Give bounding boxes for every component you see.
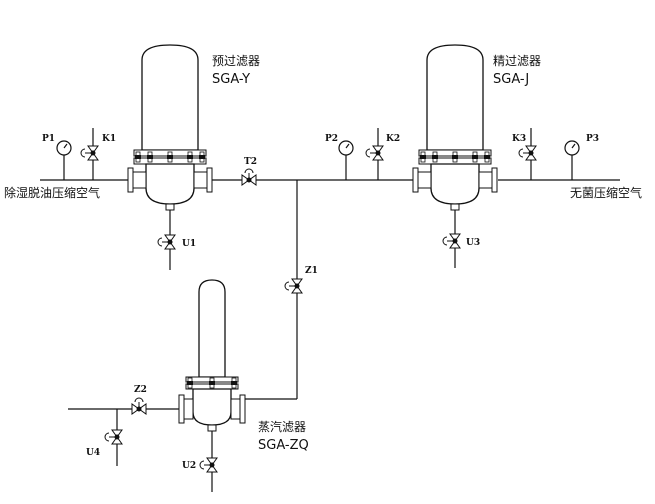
- p3-gauge: [564, 140, 580, 180]
- tag-p3: P3: [586, 134, 599, 144]
- k1-valve: [80, 128, 99, 180]
- pre-filter-model: SGA-Y: [212, 72, 250, 87]
- outlet-label: 无菌压缩空气: [570, 185, 642, 200]
- main-pipe: [40, 179, 620, 410]
- tag-u3: U3: [466, 238, 480, 248]
- fine-filter: [412, 44, 498, 268]
- steam-filter-name: 蒸汽滤器: [258, 419, 306, 434]
- t2-valve: [241, 168, 257, 186]
- tag-u4: U4: [86, 448, 100, 458]
- pre-filter-name: 预过滤器: [212, 54, 260, 68]
- inlet-label: 除湿脱油压缩空气: [4, 185, 100, 200]
- tag-u1: U1: [182, 239, 196, 249]
- z1-valve: [284, 278, 303, 294]
- tag-t2: T2: [244, 157, 257, 167]
- tag-k3: K3: [512, 134, 526, 144]
- steam-filter-model: SGA-ZQ: [258, 438, 309, 453]
- tag-z1: Z1: [305, 266, 318, 276]
- tag-k1: K1: [102, 134, 116, 144]
- steam-filter: [178, 279, 246, 492]
- p2-gauge: [338, 140, 354, 180]
- k3-valve: [518, 128, 537, 180]
- z2-valve: [131, 397, 147, 415]
- tag-k2: K2: [386, 134, 400, 144]
- tag-u2: U2: [182, 461, 196, 471]
- tag-p1: P1: [42, 134, 55, 144]
- pre-filter: [127, 44, 213, 270]
- p1-gauge: [56, 140, 72, 180]
- k2-valve: [365, 128, 384, 180]
- fine-filter-name: 精过滤器: [493, 54, 541, 68]
- u4-valve: [104, 409, 123, 466]
- tag-z2: Z2: [134, 385, 147, 395]
- tag-p2: P2: [325, 134, 338, 144]
- fine-filter-model: SGA-J: [493, 72, 529, 87]
